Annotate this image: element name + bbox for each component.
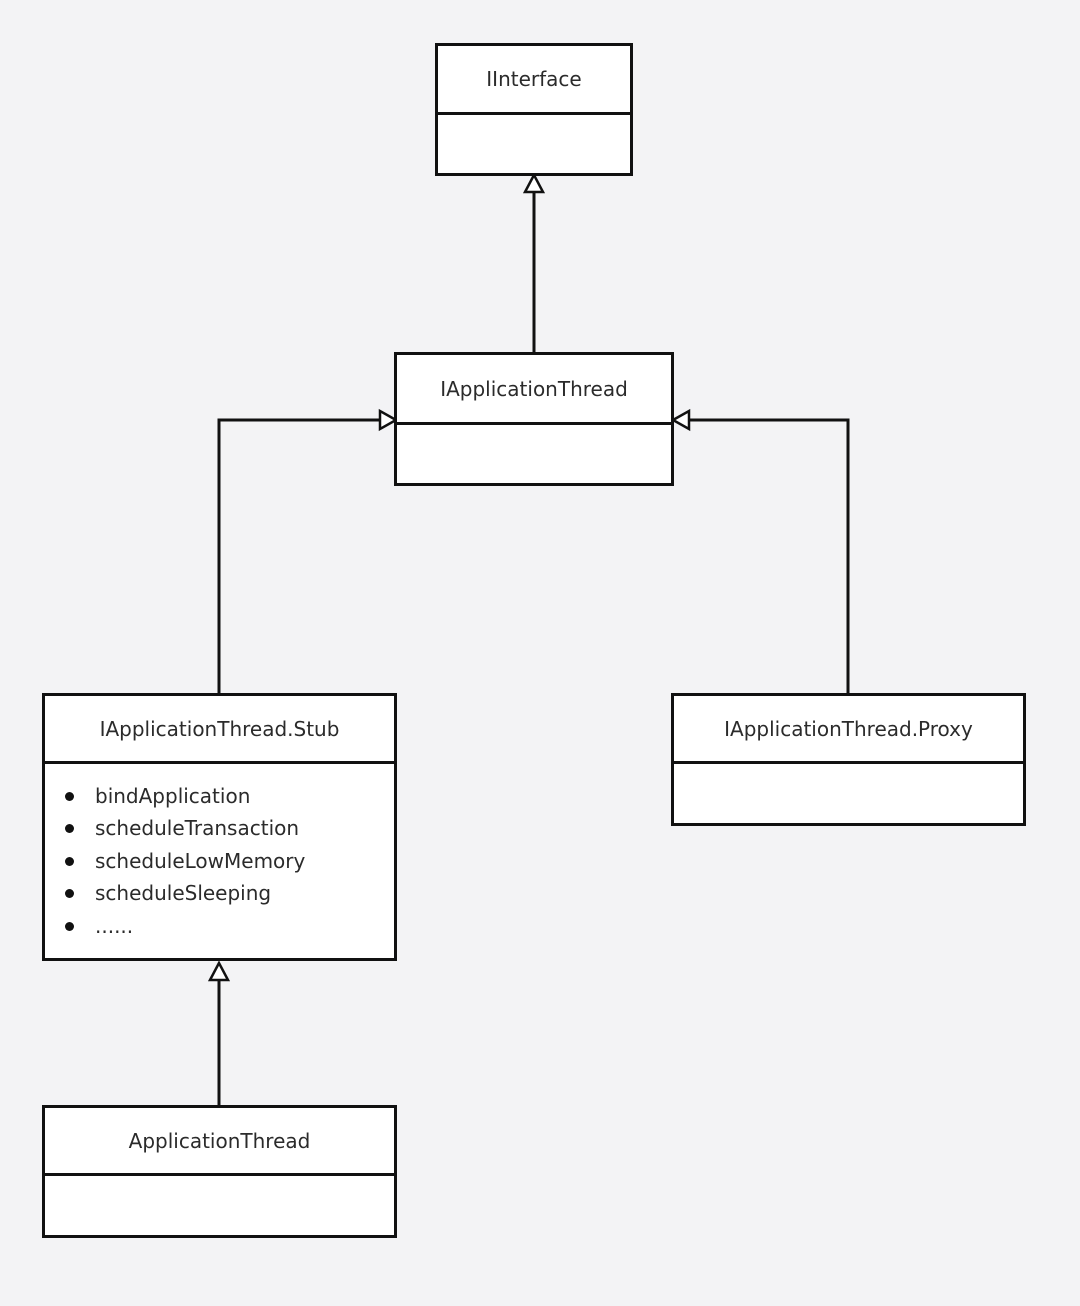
generalization-arrowhead <box>522 172 546 194</box>
connector-applicationthread-to-stub <box>207 960 231 1106</box>
connector-line <box>217 418 380 694</box>
class-name: IApplicationThread.Proxy <box>674 696 1023 764</box>
class-name: IApplicationThread.Stub <box>45 696 394 764</box>
member-list: bindApplication scheduleTransaction sche… <box>45 764 394 942</box>
generalization-arrowhead <box>207 960 231 982</box>
connector-line <box>689 418 850 694</box>
class-name: IInterface <box>438 46 630 115</box>
class-iinterface: IInterface <box>435 43 633 176</box>
member-item: scheduleLowMemory <box>65 845 394 877</box>
member-item: scheduleTransaction <box>65 812 394 844</box>
generalization-arrowhead <box>378 408 399 432</box>
member-item: bindApplication <box>65 780 394 812</box>
member-item: ...... <box>65 910 394 942</box>
connector-stub-to-iapplicationthread <box>217 408 399 694</box>
class-name: IApplicationThread <box>397 355 671 425</box>
class-name: ApplicationThread <box>45 1108 394 1176</box>
class-iapplicationthread: IApplicationThread <box>394 352 674 486</box>
class-iapplicationthread-stub: IApplicationThread.Stub bindApplication … <box>42 693 397 961</box>
class-applicationthread: ApplicationThread <box>42 1105 397 1238</box>
member-item: scheduleSleeping <box>65 877 394 909</box>
class-iapplicationthread-proxy: IApplicationThread.Proxy <box>671 693 1026 826</box>
connector-proxy-to-iapplicationthread <box>670 408 850 694</box>
class-body: bindApplication scheduleTransaction sche… <box>45 764 394 942</box>
generalization-arrowhead <box>670 408 691 432</box>
connector-iapplicationthread-to-iinterface <box>522 172 546 353</box>
